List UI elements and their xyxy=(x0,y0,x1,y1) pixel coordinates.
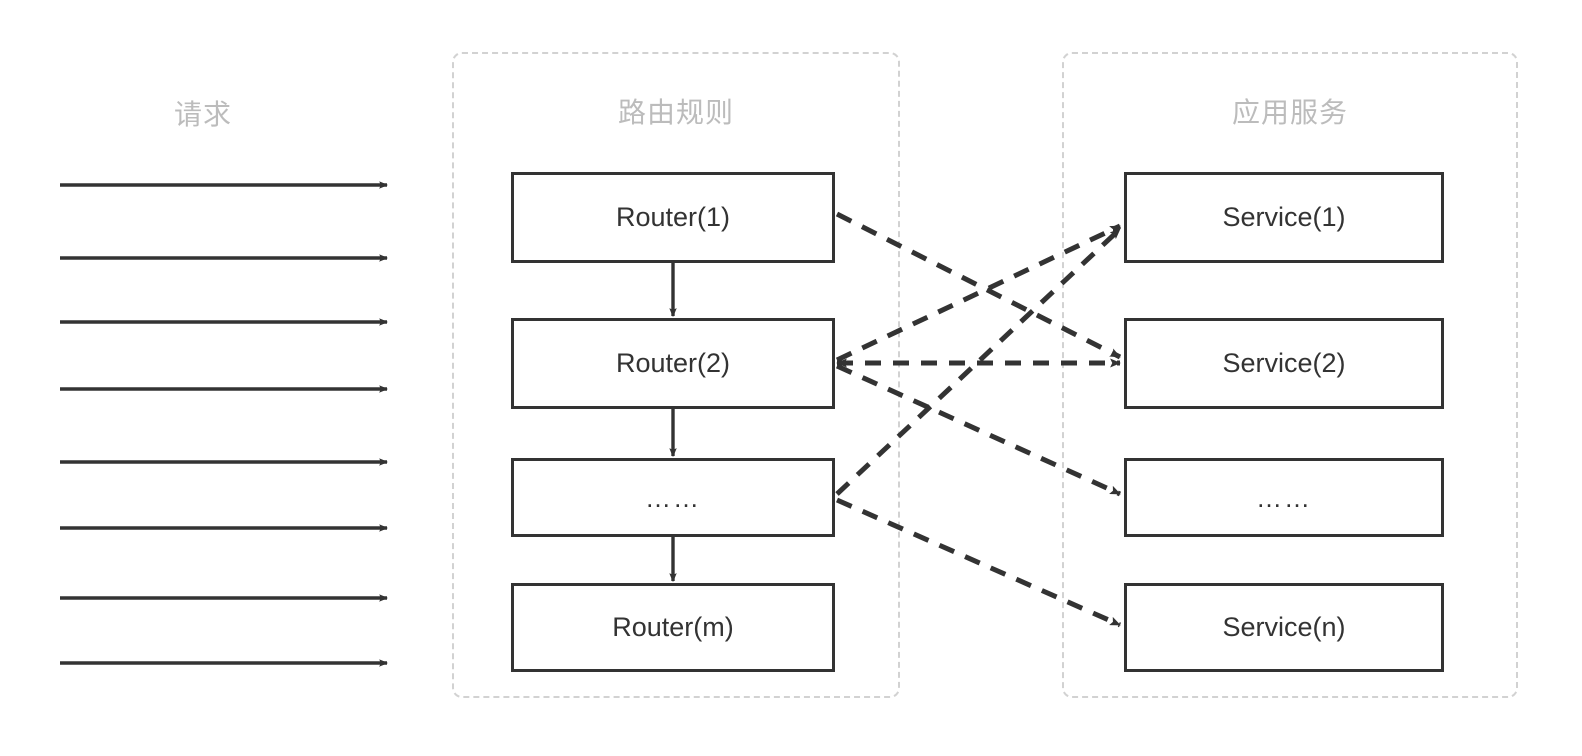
router-node-2[interactable]: Router(2) xyxy=(511,318,835,409)
service-node-label: Service(1) xyxy=(1222,202,1346,232)
router-node-label: Router(1) xyxy=(615,202,731,232)
service-node-label: Service(n) xyxy=(1222,612,1346,642)
service-group-title: 应用服务 xyxy=(1231,97,1348,128)
service-node-label: Service(2) xyxy=(1222,348,1346,378)
router-node-4[interactable]: Router(m) xyxy=(511,583,835,672)
service-node-2[interactable]: Service(2) xyxy=(1124,318,1444,409)
requests-column-label: 请求 xyxy=(173,99,232,130)
router-node-1[interactable]: Router(1) xyxy=(511,172,835,263)
router-node-label: …… xyxy=(645,482,701,513)
service-node-label: …… xyxy=(1256,482,1312,513)
service-node-1[interactable]: Service(1) xyxy=(1124,172,1444,263)
service-node-4[interactable]: Service(n) xyxy=(1124,583,1444,672)
service-node-3[interactable]: …… xyxy=(1124,458,1444,537)
router-group-title: 路由规则 xyxy=(617,97,734,128)
request-arrow-group xyxy=(60,181,389,667)
router-node-label: Router(m) xyxy=(612,612,734,642)
router-node-3[interactable]: …… xyxy=(511,458,835,537)
router-node-label: Router(2) xyxy=(615,348,731,378)
